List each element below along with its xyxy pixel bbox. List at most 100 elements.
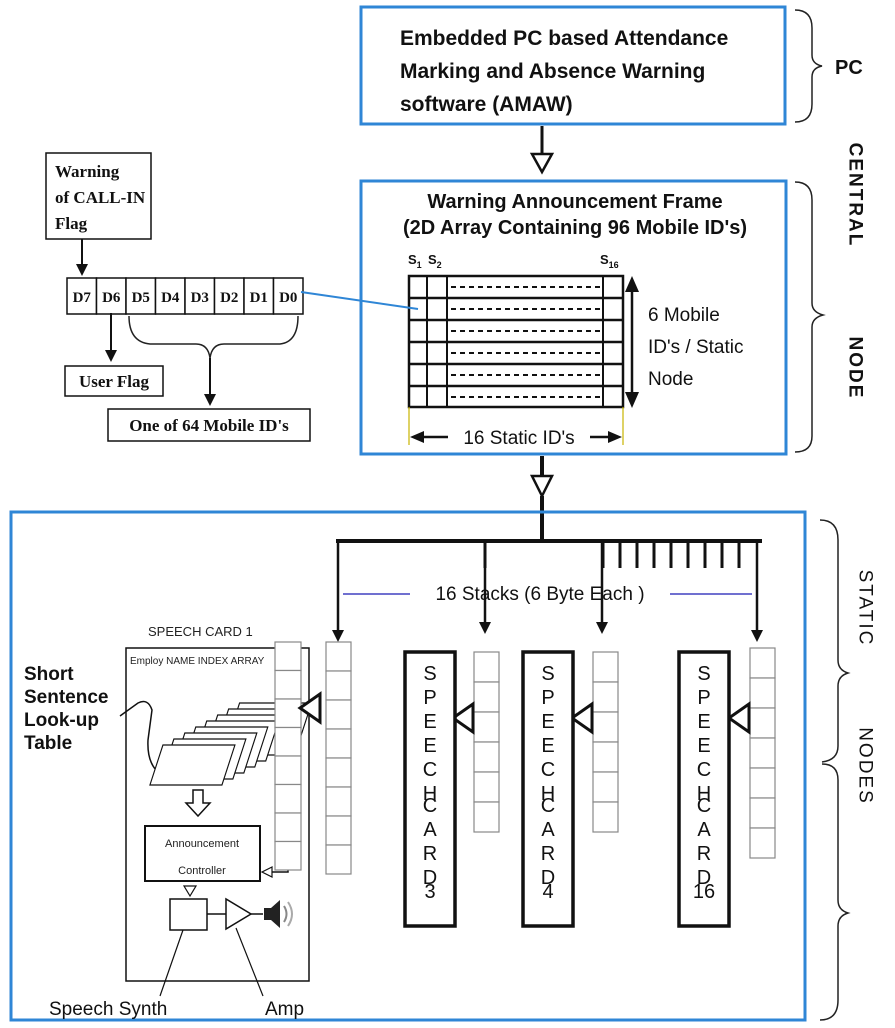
- speech-card-letter: C: [697, 795, 711, 817]
- card16-stack-cell: [749, 707, 776, 739]
- speech-card-letter: D: [423, 867, 437, 889]
- speech-card-letter: S: [423, 663, 436, 685]
- card1-outer-stack-cell: [325, 844, 352, 875]
- speech-card-letter: C: [697, 759, 711, 781]
- card1-outer-stack-cell: [325, 757, 352, 788]
- speech-card-letter: S: [697, 663, 710, 685]
- bit-cell: [66, 277, 98, 315]
- central-brace: [794, 181, 826, 453]
- user-flag-box: [64, 365, 164, 397]
- s2-label: S2: [428, 252, 442, 270]
- brace-arrowhead: [204, 394, 216, 406]
- mobile-ids-box: [107, 408, 311, 442]
- speech-card-1-title: SPEECH CARD 1: [148, 624, 253, 639]
- stack-return-arrowhead: [260, 866, 273, 878]
- card3-stack-cell: [473, 771, 500, 803]
- lookup-line3: Look-up: [24, 710, 99, 731]
- stack-to-card-arrow: [726, 701, 751, 735]
- central-to-static-arrowhead: [529, 474, 555, 499]
- card1-outer-stack-cell: [325, 786, 352, 817]
- card1-outer-stack-cell: [325, 670, 352, 701]
- pc-side-label: PC: [835, 57, 863, 79]
- speech-card-letter: A: [697, 819, 711, 841]
- card3-stack-cell: [473, 801, 500, 833]
- speech-card-letter: H: [423, 783, 437, 805]
- drop-card3-head: [479, 622, 491, 634]
- card3-stack-cell: [473, 711, 500, 743]
- card3-stack-cell: [473, 741, 500, 773]
- speech-card-number: 3: [424, 881, 435, 903]
- speech-card-letter: D: [697, 867, 711, 889]
- stack-to-card-arrow: [450, 701, 475, 735]
- bit-label: D5: [132, 290, 150, 306]
- user-flag-label: User Flag: [79, 372, 150, 391]
- card4-stack-cell: [592, 741, 619, 773]
- speech-card-letter: P: [541, 687, 554, 709]
- bit-label: D1: [250, 290, 268, 306]
- bit-label: D6: [102, 290, 121, 306]
- speech-card-letter: H: [541, 783, 555, 805]
- speech-card-letter: R: [423, 843, 437, 865]
- speech-card-letter: S: [541, 663, 554, 685]
- speaker-icon: [264, 900, 293, 928]
- amp-label-pointer: [235, 927, 264, 997]
- speech-card-16-box: [677, 650, 731, 928]
- card16-stack-cell: [749, 737, 776, 769]
- lookup-bracket: [119, 700, 157, 771]
- amp-label: Amp: [265, 999, 304, 1020]
- card4-stack-cell: [592, 771, 619, 803]
- card3-stack-cell: [473, 681, 500, 713]
- speech-card-letter: R: [697, 843, 711, 865]
- bit-cell: [95, 277, 127, 315]
- card1-inner-stack-cell: [274, 812, 302, 843]
- card1-outer-stack-cell: [325, 728, 352, 759]
- cols-arrow-right: [608, 431, 622, 443]
- card3-stack-cell: [473, 651, 500, 683]
- speech-card-letter: D: [541, 867, 555, 889]
- speech-card-letter: E: [423, 735, 436, 757]
- card16-stack-cell: [749, 827, 776, 859]
- speech-card-letter: A: [541, 819, 555, 841]
- cols-arrow-left: [410, 431, 424, 443]
- stack-to-card-arrow: [569, 701, 594, 735]
- flag-to-d7-arrowhead: [76, 264, 88, 276]
- card16-stack-cell: [749, 677, 776, 709]
- drop-card16-head: [751, 630, 763, 642]
- pc-text-line3: software (AMAW): [400, 93, 573, 116]
- cols-label: 16 Static ID's: [463, 428, 574, 449]
- speech-card-letter: C: [541, 759, 555, 781]
- static-side-label-1: STATIC: [855, 570, 876, 647]
- warning-flag-line1: Warning: [55, 162, 120, 181]
- card1-inner-stack-cell: [274, 755, 302, 786]
- mobile-ids-label: One of 64 Mobile ID's: [129, 416, 289, 435]
- warning-flag-line2: of CALL-IN: [55, 188, 146, 207]
- bit-label: D2: [220, 290, 238, 306]
- bus-tick-group: [483, 541, 741, 568]
- speech-card-letter: H: [697, 783, 711, 805]
- card4-stack-cell: [592, 801, 619, 833]
- central-title-line1: Warning Announcement Frame: [427, 191, 722, 213]
- speech-card-letter: E: [697, 735, 710, 757]
- card1-outer-stack-cell: [325, 641, 352, 672]
- central-side-label-1: CENTRAL: [845, 143, 866, 248]
- rows-label-line1: 6 Mobile: [648, 305, 720, 326]
- central-title-line2: (2D Array Containing 96 Mobile ID's): [403, 217, 747, 239]
- card4-stack-cell: [592, 711, 619, 743]
- lookup-line4: Table: [24, 733, 72, 754]
- bit-cell: [243, 277, 275, 315]
- card16-stack-cell: [749, 647, 776, 679]
- card1-inner-stack-cell: [274, 840, 302, 871]
- speech-card-letter: P: [423, 687, 436, 709]
- pc-brace: [794, 9, 823, 123]
- stacks-label: 16 Stacks (6 Byte Each ): [435, 584, 644, 605]
- speech-card-letter: P: [697, 687, 710, 709]
- bit-label: D4: [161, 290, 180, 306]
- lookup-to-controller-arrow: [184, 789, 212, 818]
- bit-cell: [154, 277, 186, 315]
- speech-card-letter: E: [423, 711, 436, 733]
- bit-cell: [125, 277, 157, 315]
- lookup-table-sheet: [149, 744, 236, 786]
